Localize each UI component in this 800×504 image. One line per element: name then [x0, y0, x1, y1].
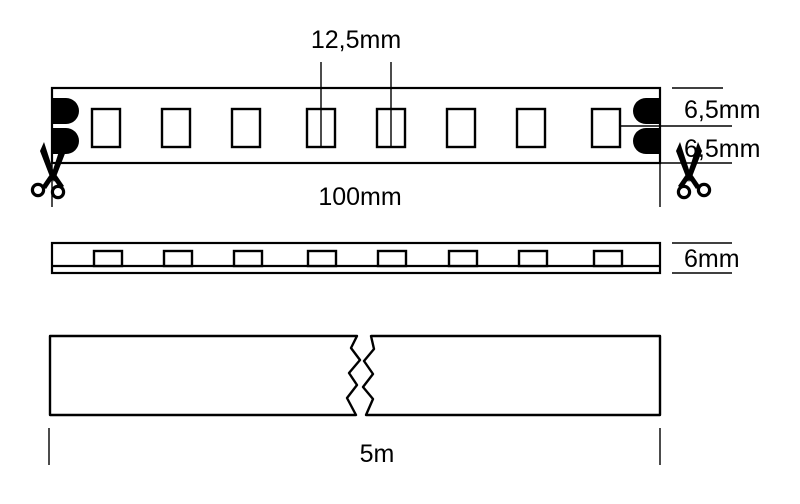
- led-package: [445, 107, 477, 149]
- dimension-label-pitch: 12,5mm: [311, 26, 401, 54]
- dimension-label-height: 6mm: [684, 245, 740, 273]
- reel-segment-left: [48, 334, 362, 417]
- led-package: [90, 107, 122, 149]
- scissors-icon: [676, 142, 712, 200]
- led-package: [590, 107, 622, 149]
- scissors-ring-left: [696, 182, 712, 198]
- scissors-handle-arm-b: [50, 170, 64, 189]
- solder-pad-right-upper: [633, 98, 660, 124]
- dimension-label-width-upper: 6,5mm: [684, 96, 760, 124]
- scissors-icon: [30, 142, 66, 200]
- scissors-ring-right: [50, 184, 66, 200]
- led-package-side: [162, 249, 194, 268]
- led-package-side: [232, 249, 264, 268]
- scissors-blade-lower-right: [676, 142, 691, 182]
- reel-segment-right: [361, 334, 662, 417]
- scissors-ring-right: [676, 184, 692, 200]
- led-package: [515, 107, 547, 149]
- scissors-ring-left: [30, 182, 46, 198]
- led-package-side: [306, 249, 338, 268]
- solder-pad-left-lower: [52, 128, 79, 154]
- dimension-label-length: 100mm: [318, 183, 401, 211]
- scissors-handle-arm-b: [678, 170, 692, 189]
- reel-view-group: 5m: [48, 334, 662, 468]
- dimension-label-reel-length: 5m: [360, 440, 395, 468]
- strip-outline-side-view: [50, 241, 662, 275]
- led-package-side: [592, 249, 624, 268]
- scissors-blade-lower-left: [51, 142, 66, 182]
- solder-pad-left-upper: [52, 98, 79, 124]
- top-view-group: 12,5mm 100mm 6,5mm 6,5mm: [30, 26, 760, 211]
- led-package-side: [447, 249, 479, 268]
- led-package-side: [517, 249, 549, 268]
- scissors-blade-upper-right: [687, 142, 702, 182]
- led-package-side: [376, 249, 408, 268]
- led-package: [230, 107, 262, 149]
- solder-pad-right-lower: [633, 128, 660, 154]
- led-package-side: [92, 249, 124, 268]
- side-view-group: 6mm: [50, 241, 740, 275]
- scissors-blade-upper-left: [40, 142, 55, 182]
- strip-outline-top-view: [50, 86, 662, 165]
- led-package: [160, 107, 192, 149]
